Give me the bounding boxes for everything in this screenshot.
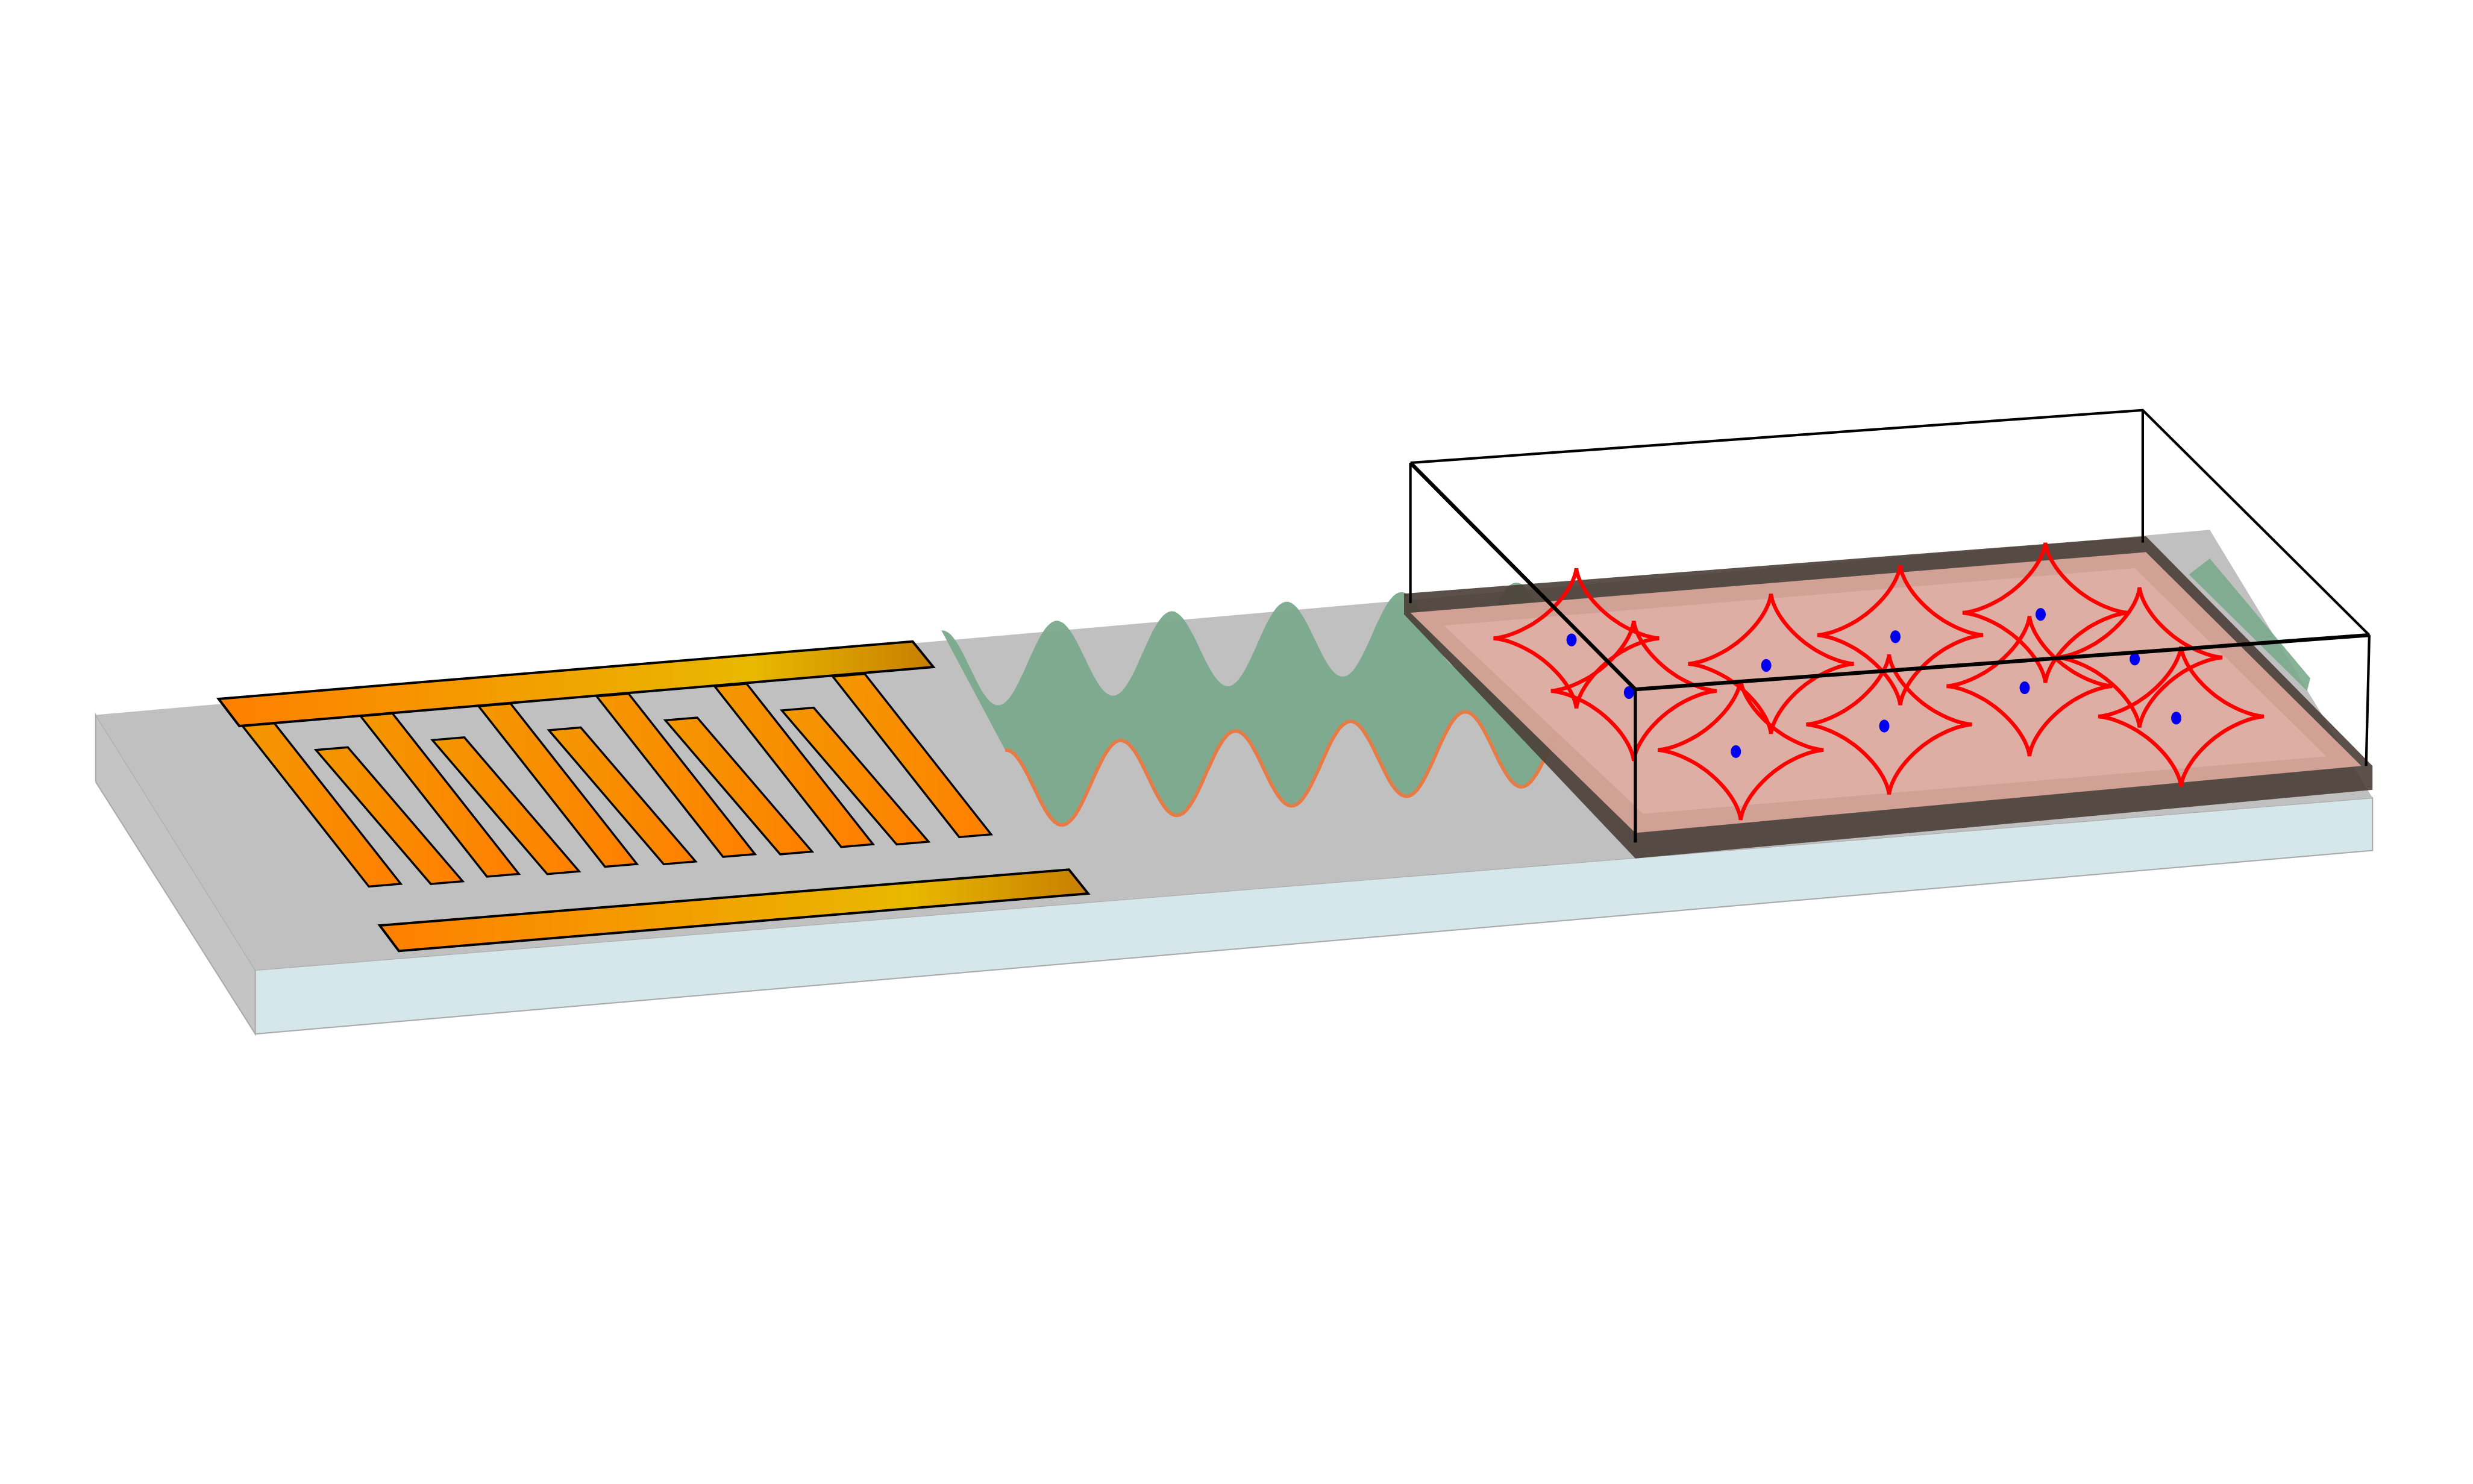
cell-nucleus-dot (1761, 659, 1772, 672)
long-finger (240, 722, 403, 888)
cell-nucleus-dot (1566, 633, 1577, 647)
long-finger (594, 692, 757, 858)
star-cell (1946, 616, 2113, 757)
cell-nucleus-dot (2019, 681, 2030, 695)
cell-nucleus-dot (1879, 719, 1890, 733)
wave-surface (941, 582, 1620, 825)
cell-nucleus-dot (1890, 630, 1901, 643)
star-cell (1493, 568, 1660, 709)
star-cell (1688, 593, 1854, 734)
wave-edge (1005, 700, 1622, 827)
cell-nucleus-dot (2171, 712, 2181, 725)
long-finger (359, 712, 521, 878)
cell-nucleus-dot (2035, 608, 2046, 621)
wave-exit (2189, 559, 2310, 691)
cell-nucleus-dot (2130, 653, 2140, 666)
star-cell (1806, 654, 1972, 795)
short-finger (313, 746, 465, 885)
interdigital-transducer (216, 640, 1091, 953)
enclosure-box (1409, 409, 2371, 843)
long-finger (712, 683, 876, 848)
short-finger (430, 736, 581, 875)
box-edge-right (2365, 635, 2371, 766)
bottom-bus-bar (377, 868, 1091, 953)
star-cell (1817, 565, 1984, 706)
short-finger (663, 716, 815, 856)
star-shaped-cells (1493, 542, 2265, 821)
cell-nucleus-dot (1623, 686, 1634, 700)
star-cell (2098, 646, 2265, 787)
cell-nucleus-dot (1731, 745, 1741, 758)
star-cell (2056, 587, 2223, 728)
star-cell (1658, 680, 1824, 821)
surface-acoustic-wave (941, 559, 2310, 827)
short-finger (547, 726, 698, 866)
top-bus-bar (216, 640, 936, 728)
long-finger (830, 672, 994, 839)
short-finger (779, 706, 931, 846)
star-cell (1550, 621, 1717, 762)
long-finger (476, 702, 639, 868)
